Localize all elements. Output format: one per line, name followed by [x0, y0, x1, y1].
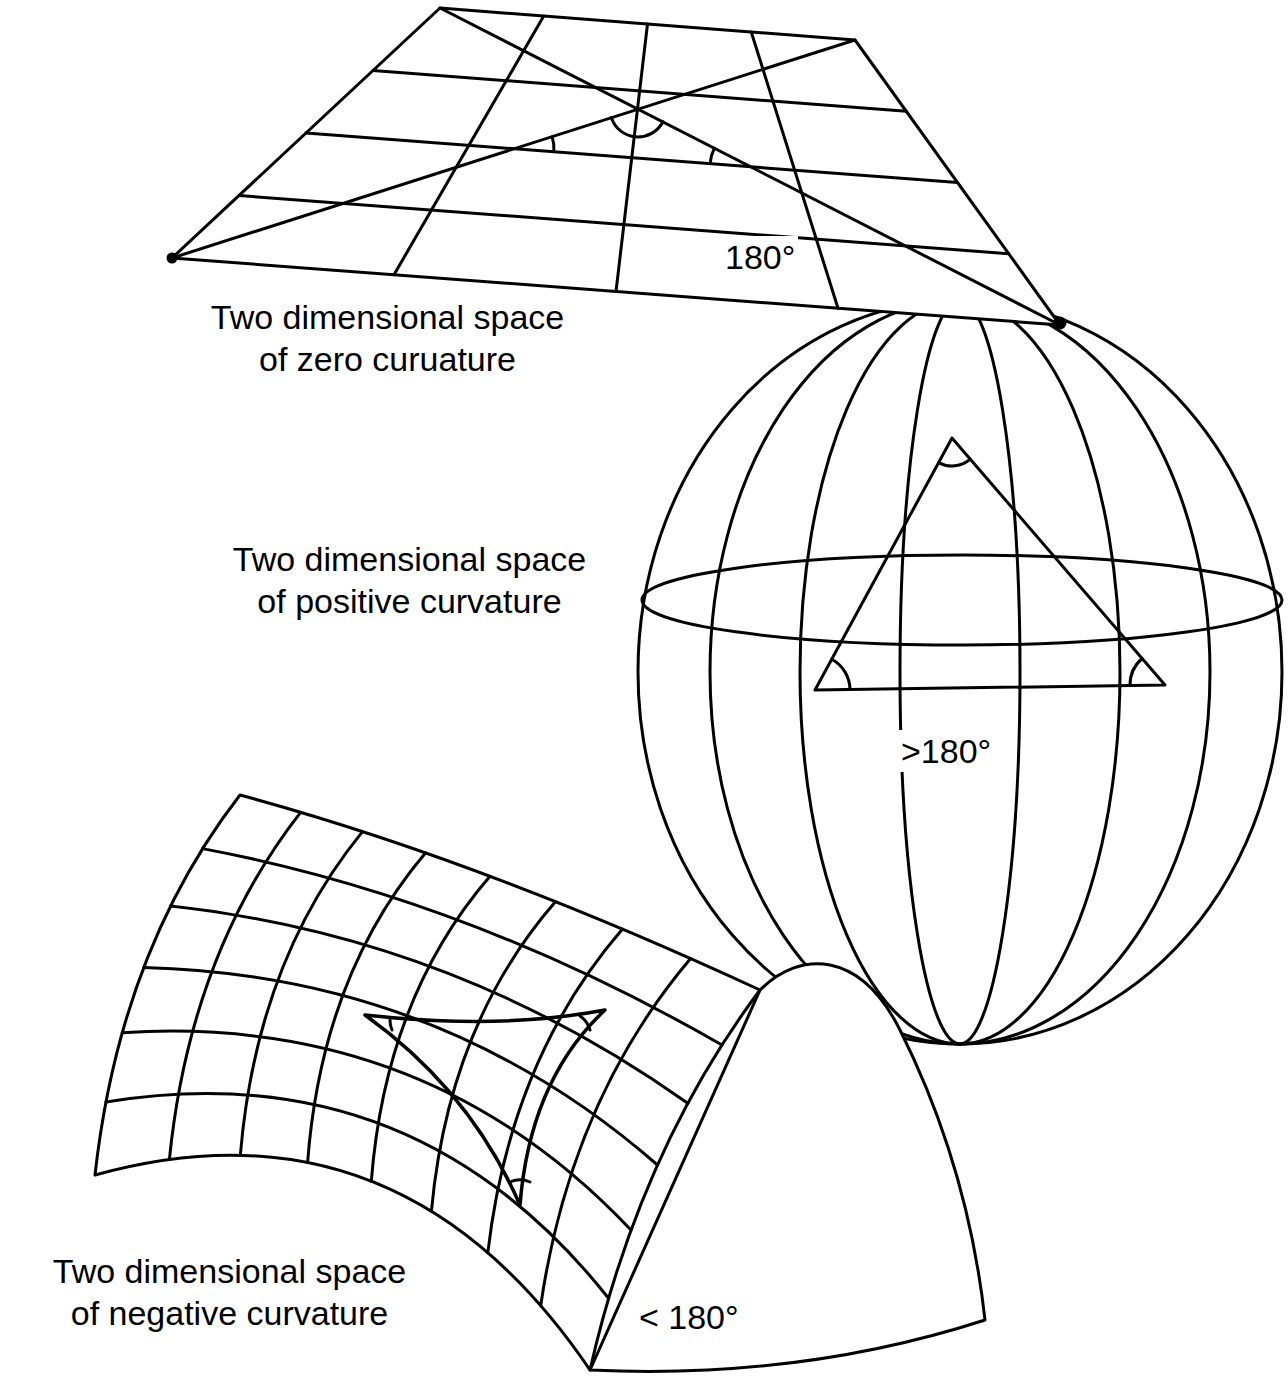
angle-arc [832, 659, 850, 689]
grid-line [308, 853, 426, 1163]
angle-arc [611, 118, 663, 137]
grid-line [144, 968, 658, 1166]
grid-line [431, 902, 555, 1212]
angle-arc [552, 137, 554, 152]
grid-line [203, 849, 722, 1045]
plane-figure [168, 8, 1065, 328]
grid-line [306, 133, 958, 183]
grid-line [122, 1031, 631, 1230]
diagonal-line [172, 40, 855, 258]
corner-dot [1055, 318, 1065, 328]
plane-outline [172, 8, 1060, 325]
sphere-meridian [710, 300, 1210, 1044]
caption-label: Two dimensional space of negative curvat… [42, 1250, 417, 1334]
grid-line [239, 196, 1009, 254]
sphere-meridian [800, 300, 1120, 1044]
angle-arc [710, 148, 714, 163]
corner-dot [168, 254, 176, 262]
angle-label: < 180° [636, 1296, 742, 1338]
angle-arc [1130, 659, 1142, 686]
angle-label: >180° [898, 730, 994, 772]
angle-label: 180° [722, 236, 798, 278]
grid-line [371, 876, 490, 1181]
hyperbolic-triangle [365, 1010, 605, 1205]
grid-line [373, 71, 906, 112]
angle-arc [580, 1016, 590, 1030]
angle-arc [390, 1020, 392, 1030]
sphere-outline [638, 300, 1282, 1044]
caption-label: Two dimensional space of positive curvat… [222, 538, 597, 622]
sphere-figure [638, 300, 1282, 1044]
sphere-equator [642, 555, 1282, 645]
grid-line [488, 929, 623, 1253]
angle-arc [510, 1180, 530, 1182]
grid-line [171, 906, 688, 1103]
sphere-meridian [900, 300, 1020, 1044]
angle-arc [939, 459, 971, 466]
caption-label: Two dimensional space of zero curuature [200, 296, 575, 380]
diagonal-line [440, 8, 1060, 325]
spherical-triangle [815, 438, 1165, 690]
